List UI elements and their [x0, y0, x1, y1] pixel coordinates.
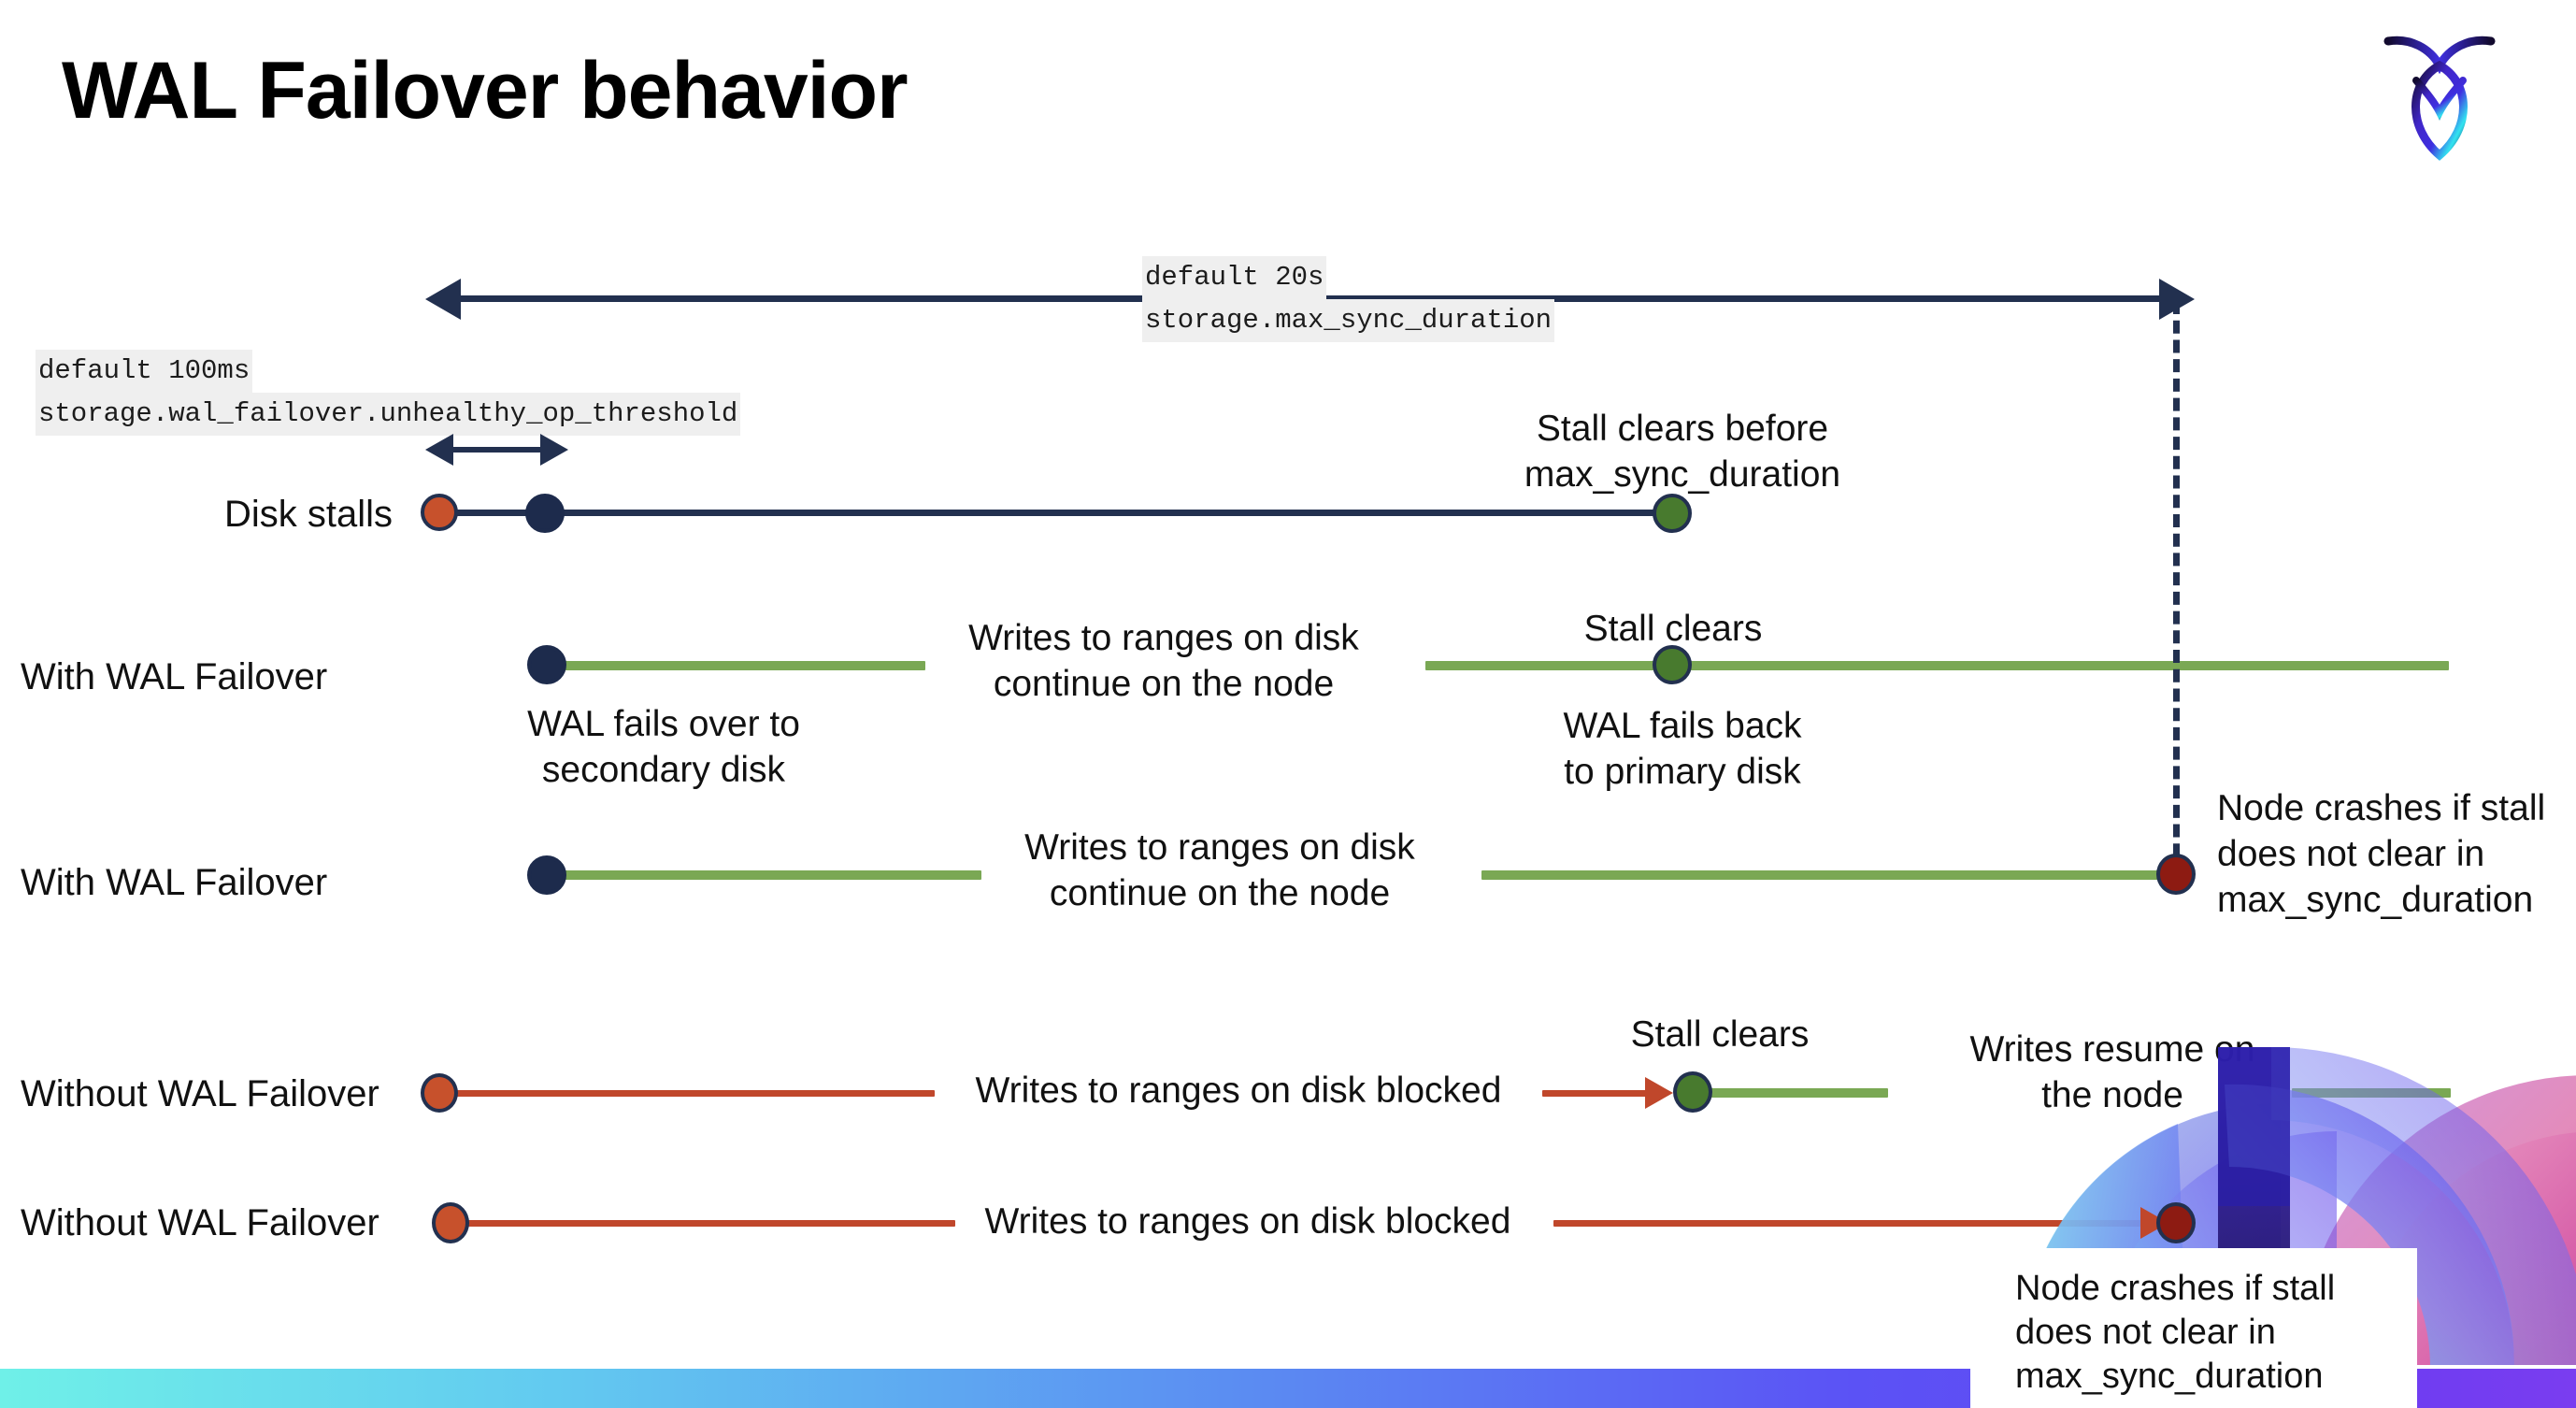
with-wal-failover-2-crash-marker [2156, 854, 2196, 895]
anno-writes-blocked-2: Writes to ranges on disk blocked [984, 1201, 1511, 1242]
max-sync-duration-default: default 20s [1142, 256, 1327, 300]
max-sync-duration-right-arrowhead [2159, 279, 2195, 320]
disk-stalls-clear-marker [1653, 494, 1692, 533]
row-label-without-wal-failover-1: Without WAL Failover [21, 1073, 379, 1114]
without-wal-failover-1-resume-segment-far [2292, 1088, 2451, 1098]
anno-stall-clears-2: Stall clears [1630, 1014, 1810, 1055]
anno-writes-blocked-1: Writes to ranges on disk blocked [975, 1070, 1502, 1111]
unhealthy-threshold-right-arrowhead [540, 434, 568, 466]
with-wal-failover-1-segment-right [1425, 661, 2449, 670]
cockroachdb-logo-icon [2379, 26, 2500, 162]
row-label-disk-stalls: Disk stalls [223, 494, 393, 535]
without-wal-failover-1-stall-marker [421, 1073, 458, 1113]
anno-writes-continue-1: Writes to ranges on disk continue on the… [968, 618, 1359, 705]
disk-stalls-start-marker [421, 494, 458, 531]
without-wal-failover-2-blocked-right [1553, 1220, 2161, 1227]
unhealthy-threshold-span-line [449, 447, 561, 453]
anno-writes-continue-2: Writes to ranges on disk continue on the… [1024, 827, 1415, 914]
with-wal-failover-2-failover-marker [527, 855, 566, 895]
without-wal-failover-1-blocked-right [1542, 1090, 1664, 1097]
unhealthy-op-threshold-setting: storage.wal_failover.unhealthy_op_thresh… [36, 393, 741, 437]
without-wal-failover-2-stall-marker [432, 1202, 469, 1243]
node-crash-callout-text: Node crashes if stall does not clear in … [2015, 1269, 2336, 1397]
anno-node-crashes-1: Node crashes if stall does not clear in … [2217, 788, 2546, 921]
anno-wal-fails-back: WAL fails back to primary disk [1563, 706, 1802, 793]
with-wal-failover-2-segment-left [547, 870, 981, 880]
disk-stalls-threshold-marker [525, 494, 565, 533]
without-wal-failover-2-crash-marker [2156, 1202, 2196, 1243]
without-wal-failover-1-resume-segment [1703, 1088, 1888, 1098]
with-wal-failover-1-failover-marker [527, 645, 566, 684]
unhealthy-op-threshold-label: default 100ms storage.wal_failover.unhea… [36, 350, 741, 437]
without-wal-failover-1-blocked-left [439, 1090, 935, 1097]
with-wal-failover-1-failback-marker [1653, 645, 1692, 684]
disk-stalls-timeline [439, 510, 1673, 516]
max-sync-duration-dashed-connector [2173, 301, 2180, 876]
row-label-with-wal-failover-2: With WAL Failover [21, 862, 328, 903]
anno-writes-resume: Writes resume on the node [1969, 1029, 2255, 1116]
without-wal-failover-1-clear-marker [1673, 1071, 1712, 1113]
without-wal-failover-1-blocked-arrowhead [1645, 1077, 1673, 1109]
node-crash-callout: Node crashes if stall does not clear in … [1970, 1248, 2417, 1408]
without-wal-failover-2-blocked-left [451, 1220, 955, 1227]
anno-wal-fails-over: WAL fails over to secondary disk [527, 704, 800, 791]
page-title: WAL Failover behavior [62, 46, 909, 136]
anno-stall-clears-before-max-sync: Stall clears before max_sync_duration [1524, 409, 1841, 496]
anno-stall-clears-1: Stall clears [1583, 609, 1763, 649]
unhealthy-op-threshold-default: default 100ms [36, 350, 253, 394]
row-label-with-wal-failover-1: With WAL Failover [21, 656, 328, 697]
max-sync-duration-left-arrowhead [425, 279, 461, 320]
unhealthy-threshold-left-arrowhead [425, 434, 453, 466]
max-sync-duration-label: default 20s storage.max_sync_duration [1142, 256, 1555, 343]
row-label-without-wal-failover-2: Without WAL Failover [21, 1202, 379, 1243]
max-sync-duration-setting: storage.max_sync_duration [1142, 299, 1555, 343]
with-wal-failover-2-segment-right [1481, 870, 2178, 880]
with-wal-failover-1-segment-left [547, 661, 925, 670]
